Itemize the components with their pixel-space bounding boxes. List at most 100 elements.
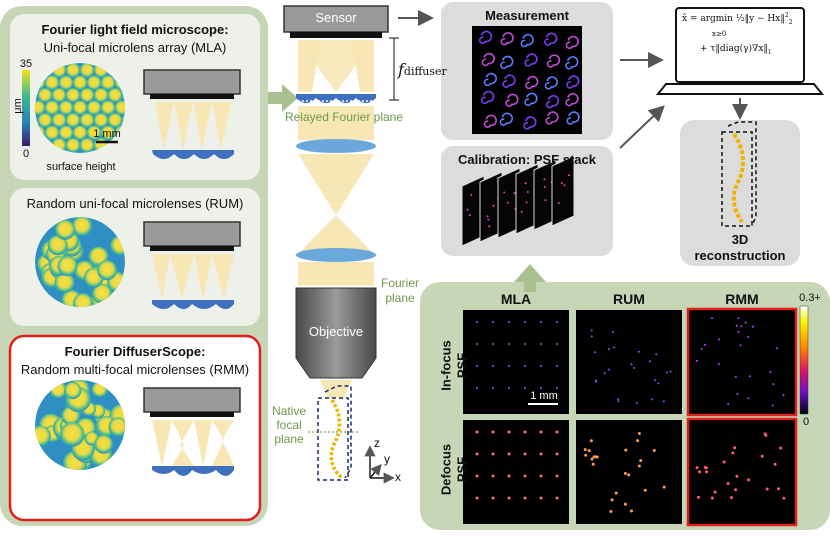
lenslet bbox=[47, 235, 68, 256]
psf-spot bbox=[591, 462, 595, 466]
psf-cell bbox=[463, 420, 569, 524]
psf-spot bbox=[475, 496, 479, 500]
psf-spot bbox=[540, 343, 542, 345]
lenslet bbox=[108, 417, 125, 437]
lenslet bbox=[44, 100, 60, 116]
eq-sup: 2 bbox=[784, 12, 789, 19]
psf-spot bbox=[775, 347, 778, 350]
psf-spot bbox=[717, 362, 720, 365]
psf-spot bbox=[662, 400, 665, 403]
beam-lower bbox=[298, 262, 374, 286]
psf-spot bbox=[648, 360, 651, 363]
psf-spot bbox=[696, 359, 698, 362]
psf-spot bbox=[587, 449, 591, 453]
rum-panel-subtitle: Random uni-focal microlenses (RUM) bbox=[26, 196, 244, 211]
psf-colorbar-min: 0 bbox=[802, 416, 810, 428]
spiral bbox=[545, 94, 560, 109]
psf-spot bbox=[734, 488, 738, 492]
psf-dot bbox=[525, 201, 528, 204]
psf-spot bbox=[539, 474, 543, 478]
lenslet bbox=[65, 113, 81, 128]
objective-body bbox=[295, 287, 377, 379]
axis-x: x bbox=[395, 470, 401, 484]
psf-spot bbox=[698, 470, 702, 474]
psf-spot bbox=[523, 496, 527, 500]
psf-spot bbox=[639, 459, 643, 463]
psf-spot bbox=[705, 470, 709, 474]
reconstruction-title-2: reconstruction bbox=[694, 248, 786, 263]
psf-spot bbox=[617, 398, 619, 401]
beam-sample bbox=[320, 380, 352, 398]
psf-scalebar-label: 1 mm bbox=[530, 390, 558, 402]
psf-spot bbox=[734, 376, 737, 378]
rmm-highlight bbox=[686, 417, 798, 527]
lenslet bbox=[100, 100, 116, 116]
psf-spot bbox=[611, 331, 614, 333]
beam-diverge bbox=[298, 215, 374, 254]
lenslet bbox=[54, 272, 75, 293]
row-infocus-1: In-focus bbox=[438, 340, 454, 391]
lenslet bbox=[65, 63, 81, 78]
reconstruction-volume bbox=[721, 121, 757, 227]
scalebar-label: 1 mm bbox=[93, 128, 121, 140]
f-symbol: f bbox=[398, 60, 404, 79]
lenslet bbox=[72, 293, 93, 307]
lenslet bbox=[35, 100, 46, 116]
laptop bbox=[655, 7, 825, 95]
psf-spot bbox=[524, 321, 526, 323]
psf-spot bbox=[476, 387, 478, 389]
fourier-plane-label-2: plane bbox=[385, 291, 415, 305]
psf-cell bbox=[576, 310, 682, 414]
lenslet bbox=[100, 125, 116, 141]
psf-spot bbox=[769, 371, 772, 374]
psf-spot bbox=[492, 365, 494, 367]
rum-lens-side-view bbox=[143, 221, 241, 309]
psf-spot bbox=[508, 365, 510, 367]
measurement-title: Measurement bbox=[485, 8, 569, 23]
rmm-surface-map bbox=[35, 380, 125, 470]
lenslet bbox=[65, 88, 81, 103]
spiral bbox=[505, 93, 519, 107]
lenslet bbox=[100, 75, 116, 91]
spiral bbox=[483, 72, 497, 87]
psf-spot bbox=[475, 430, 479, 434]
psf-spot bbox=[627, 473, 631, 477]
psf-spot bbox=[735, 324, 738, 327]
psf-spot bbox=[630, 363, 633, 366]
psf-spot bbox=[635, 401, 638, 404]
psf-slice bbox=[551, 155, 575, 227]
lenslet bbox=[44, 75, 60, 91]
psf-spot bbox=[662, 485, 666, 489]
psf-spot bbox=[718, 338, 721, 341]
psf-spot bbox=[508, 343, 510, 345]
psf-spot bbox=[607, 348, 610, 350]
psf-spot bbox=[747, 478, 751, 482]
psf-spot bbox=[652, 449, 656, 452]
psf-spot bbox=[476, 365, 478, 367]
psf-spot bbox=[731, 451, 735, 455]
native-label-1: Native bbox=[271, 404, 306, 418]
spiral bbox=[481, 90, 495, 105]
psf-spot bbox=[623, 502, 627, 506]
psf-spot bbox=[703, 465, 707, 469]
psf-spot bbox=[491, 474, 495, 478]
spiral bbox=[502, 74, 516, 88]
psf-cell bbox=[576, 420, 682, 524]
psf-spot bbox=[523, 430, 527, 434]
psf-spot bbox=[556, 387, 558, 389]
psf-spot bbox=[539, 452, 543, 456]
psf-spot bbox=[765, 487, 769, 491]
psf-spot bbox=[476, 343, 478, 345]
psf-spot bbox=[773, 462, 777, 466]
psf-spot bbox=[727, 403, 730, 405]
psf-spot bbox=[733, 446, 737, 450]
psf-dot bbox=[506, 201, 509, 204]
psf-dot bbox=[488, 225, 491, 228]
lenslet bbox=[51, 113, 67, 128]
psf-spot bbox=[613, 346, 615, 349]
psf-spot bbox=[492, 321, 494, 323]
spiral bbox=[566, 111, 580, 125]
psf-spot bbox=[764, 433, 768, 437]
